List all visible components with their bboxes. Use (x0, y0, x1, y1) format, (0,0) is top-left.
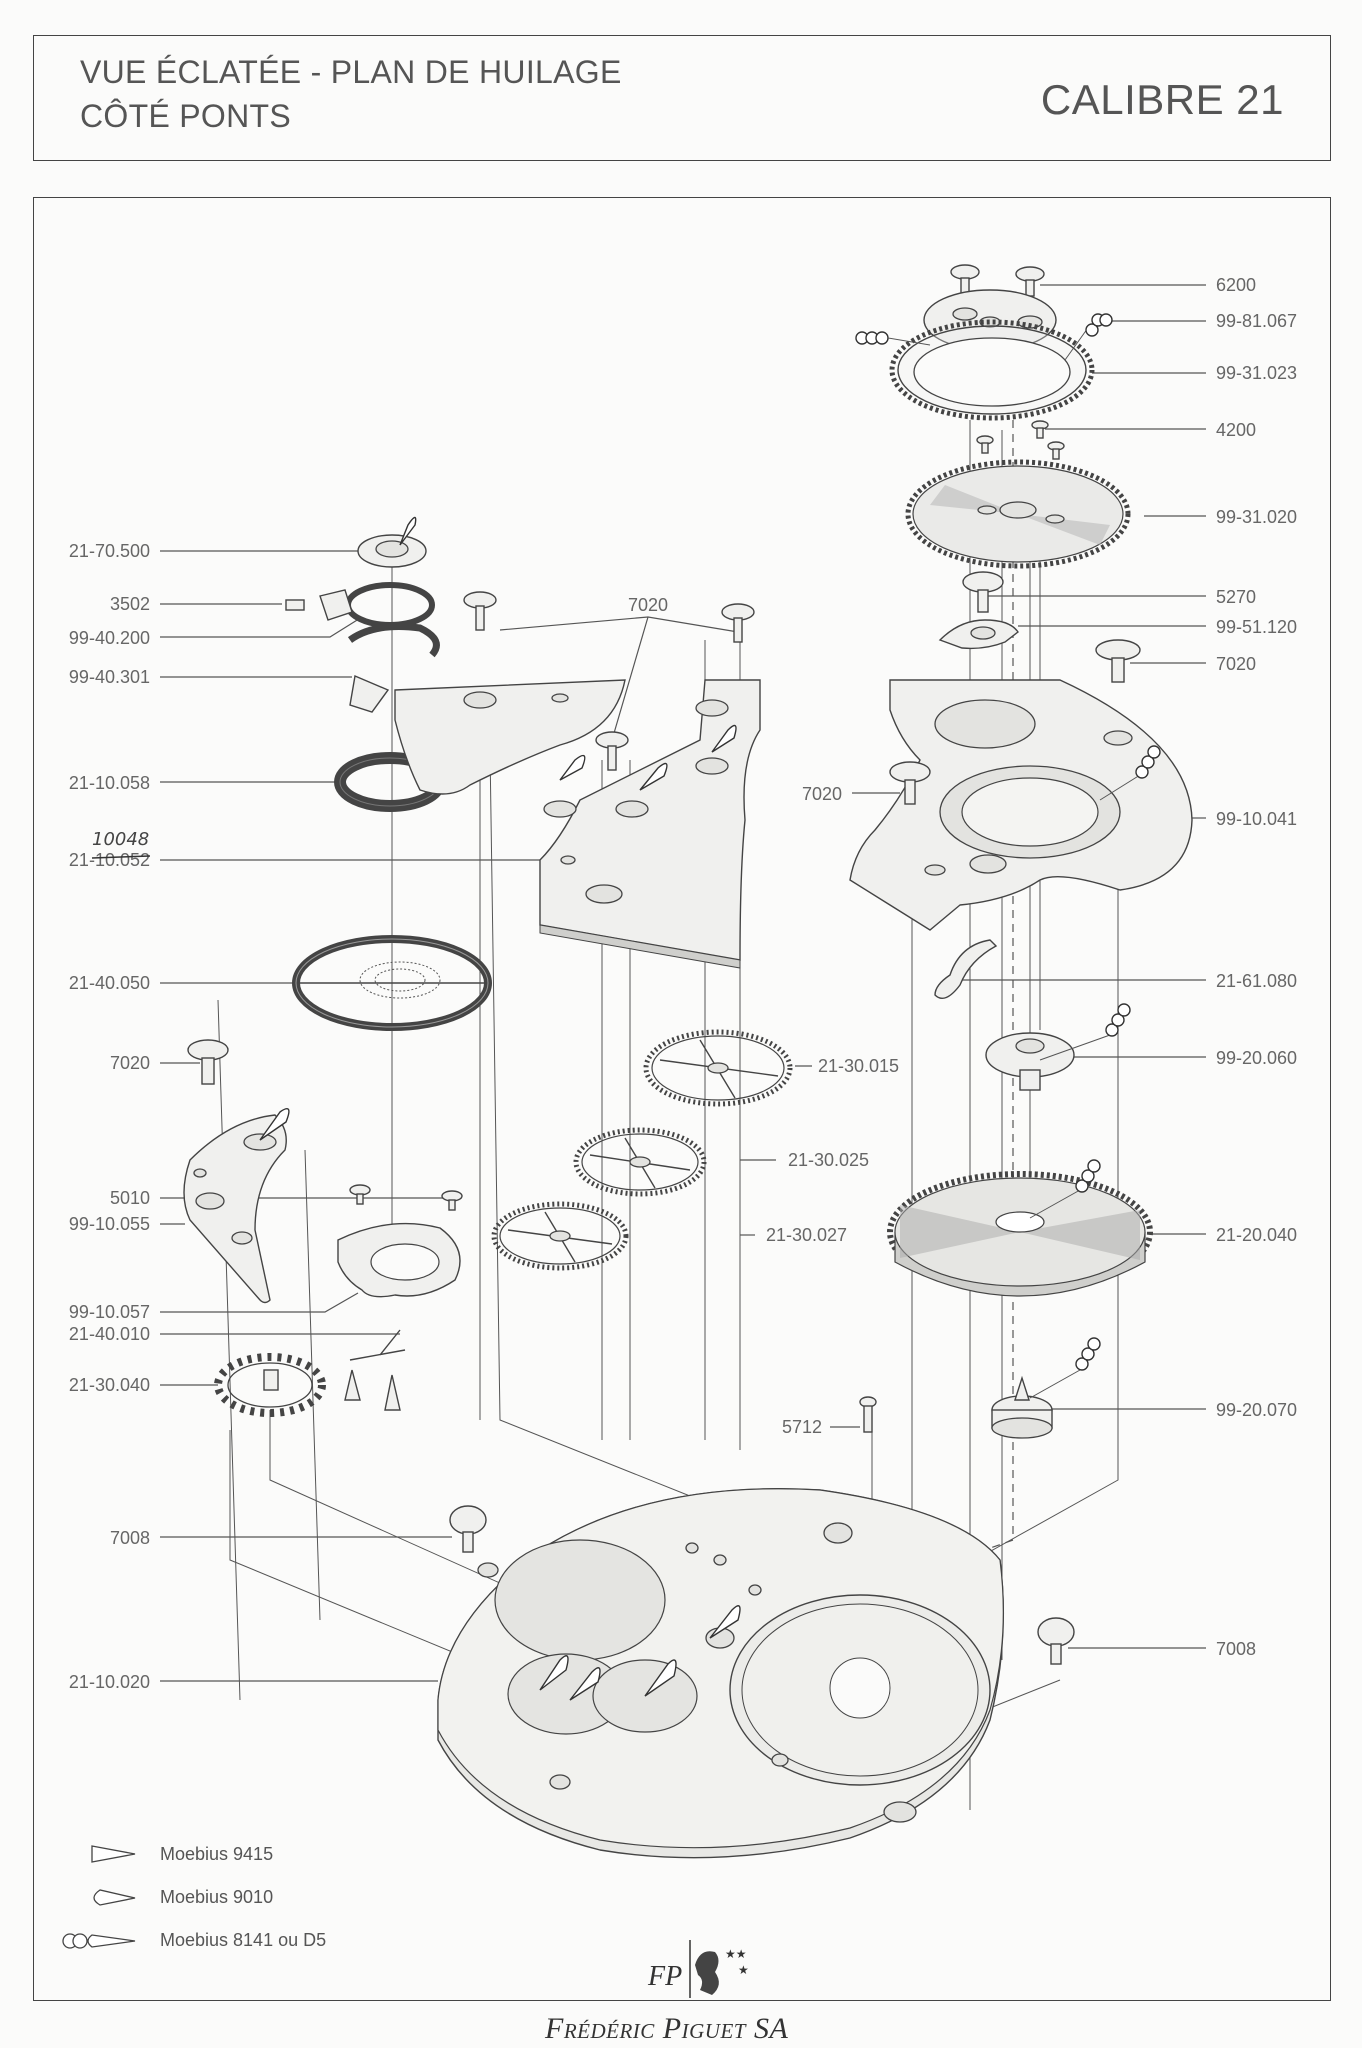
brand-name: Frédéric Piguet SA (545, 2012, 789, 2045)
part-label: 99-31.023 (1216, 363, 1297, 383)
part-label: 99-40.200 (69, 628, 150, 648)
handwritten-correction: 10048 (92, 829, 149, 850)
part-label: 99-10.055 (69, 1214, 150, 1234)
triple-bead-oiler-icon (1064, 313, 1113, 361)
drop-oiler-icon (639, 762, 668, 791)
pallet-bridge (183, 1114, 287, 1304)
brand-logo: FP ★★ ★ (647, 1940, 749, 1998)
pallet-fork (344, 1329, 406, 1411)
screw-icon (950, 264, 980, 295)
part-label: 5270 (1216, 587, 1256, 607)
title-line-2: CÔTÉ PONTS (80, 98, 292, 134)
svg-text:FP: FP (647, 1961, 682, 1992)
calibre-label: CALIBRE 21 (1040, 76, 1284, 123)
part-label: 21-10.020 (69, 1672, 150, 1692)
third-wheel (573, 1127, 707, 1197)
part-label: 7008 (110, 1528, 150, 1548)
horse-emblem-icon (695, 1951, 719, 1995)
drop-oiler-icon (539, 1655, 569, 1691)
part-label: 99-10.057 (69, 1302, 150, 1322)
part-label: 4200 (1216, 420, 1256, 440)
part-label: 99-20.060 (1216, 1048, 1297, 1068)
oil-markers (259, 313, 1161, 1701)
part-label: 21-10.058 (69, 773, 150, 793)
star-icon: ★ (738, 1963, 749, 1977)
svg-text:Moebius 9010: Moebius 9010 (160, 1887, 273, 1907)
part-label: 3502 (110, 594, 150, 614)
drop-oiler-icon (569, 1667, 601, 1701)
part-label: 7020 (110, 1053, 150, 1073)
part-label: 7008 (1216, 1639, 1256, 1659)
part-label: 21-30.027 (766, 1225, 847, 1245)
legend-item-triangle: Moebius 9415 (91, 1844, 273, 1864)
title-line-1: VUE ÉCLATÉE - PLAN DE HUILAGE (80, 54, 622, 90)
barrel-wheel (887, 1171, 1153, 1293)
legend: Moebius 9415 Moebius 9010 Moebius 8141 o… (62, 1844, 326, 1950)
part-label: 21-61.080 (1216, 971, 1297, 991)
balance-bridge (394, 679, 626, 795)
triple-bead-oiler-icon (1039, 1003, 1131, 1061)
triple-bead-oiler-icon (855, 331, 931, 346)
svg-text:Moebius 8141 ou D5: Moebius 8141 ou D5 (160, 1930, 326, 1950)
triple-bead-oiler-icon (1029, 1337, 1101, 1399)
part-label: 99-40.301 (69, 667, 150, 687)
part-label: 99-31.020 (1216, 507, 1297, 527)
drop-oiler-icon (399, 516, 417, 546)
legend-item-drop: Moebius 9010 (93, 1887, 273, 1907)
title-frame: VUE ÉCLATÉE - PLAN DE HUILAGE CÔTÉ PONTS… (33, 35, 1331, 161)
legend-item-triple-bead: Moebius 8141 ou D5 (62, 1930, 326, 1950)
part-label: 21-40.050 (69, 973, 150, 993)
star-icon: ★★ (725, 1947, 747, 1961)
part-label: 21-30.040 (69, 1375, 150, 1395)
part-label: 21-10.052 (69, 850, 150, 870)
part-label: 99-10.041 (1216, 809, 1297, 829)
left-labels: 21-70.500 3502 99-40.200 99-40.301 21-10… (69, 541, 540, 1692)
drop-oiler-icon (709, 1605, 741, 1639)
escape-wheel (214, 1353, 326, 1417)
svg-text:Moebius 9415: Moebius 9415 (160, 1844, 273, 1864)
part-label: 99-51.120 (1216, 617, 1297, 637)
part-label: 6200 (1216, 275, 1256, 295)
diagram-frame (33, 197, 1331, 2001)
part-label: 21-30.015 (818, 1056, 899, 1076)
part-label: 99-81.067 (1216, 311, 1297, 331)
center-wheel (643, 1029, 793, 1107)
screw-icon (1015, 266, 1045, 297)
barrel-bridge-assembly (889, 264, 1141, 683)
center-labels: 7020 7020 21-30.015 21-30.025 21-30.027 … (499, 595, 900, 1437)
strikethrough (91, 855, 151, 859)
part-label: 7020 (628, 595, 668, 615)
part-label: 21-20.040 (1216, 1225, 1297, 1245)
ratchet-wheel (905, 459, 1131, 569)
part-label: 5010 (110, 1188, 150, 1208)
triple-bead-oiler-icon (1029, 1159, 1101, 1219)
drop-oiler-icon (644, 1659, 677, 1697)
part-label: 21-30.025 (788, 1150, 869, 1170)
fourth-wheel (491, 1201, 629, 1271)
part-label: 7020 (1216, 654, 1256, 674)
part-label: 21-70.500 (69, 541, 150, 561)
drop-oiler-icon (559, 754, 586, 781)
right-labels: 6200 99-81.067 99-31.023 4200 99-31.020 … (960, 275, 1297, 1659)
triple-bead-oiler-icon (1099, 745, 1161, 801)
part-label: 7020 (802, 784, 842, 804)
main-plate (437, 1488, 1005, 1859)
drop-oiler-icon (259, 1108, 290, 1141)
ring-gear (889, 319, 1095, 421)
part-label: 5712 (782, 1417, 822, 1437)
drop-oiler-icon (711, 724, 737, 753)
drop-oiler-icon (93, 1889, 136, 1906)
triangle-oiler-icon (91, 1845, 136, 1863)
part-label: 99-20.070 (1216, 1400, 1297, 1420)
lever (934, 939, 998, 999)
part-label: 21-40.010 (69, 1324, 150, 1344)
